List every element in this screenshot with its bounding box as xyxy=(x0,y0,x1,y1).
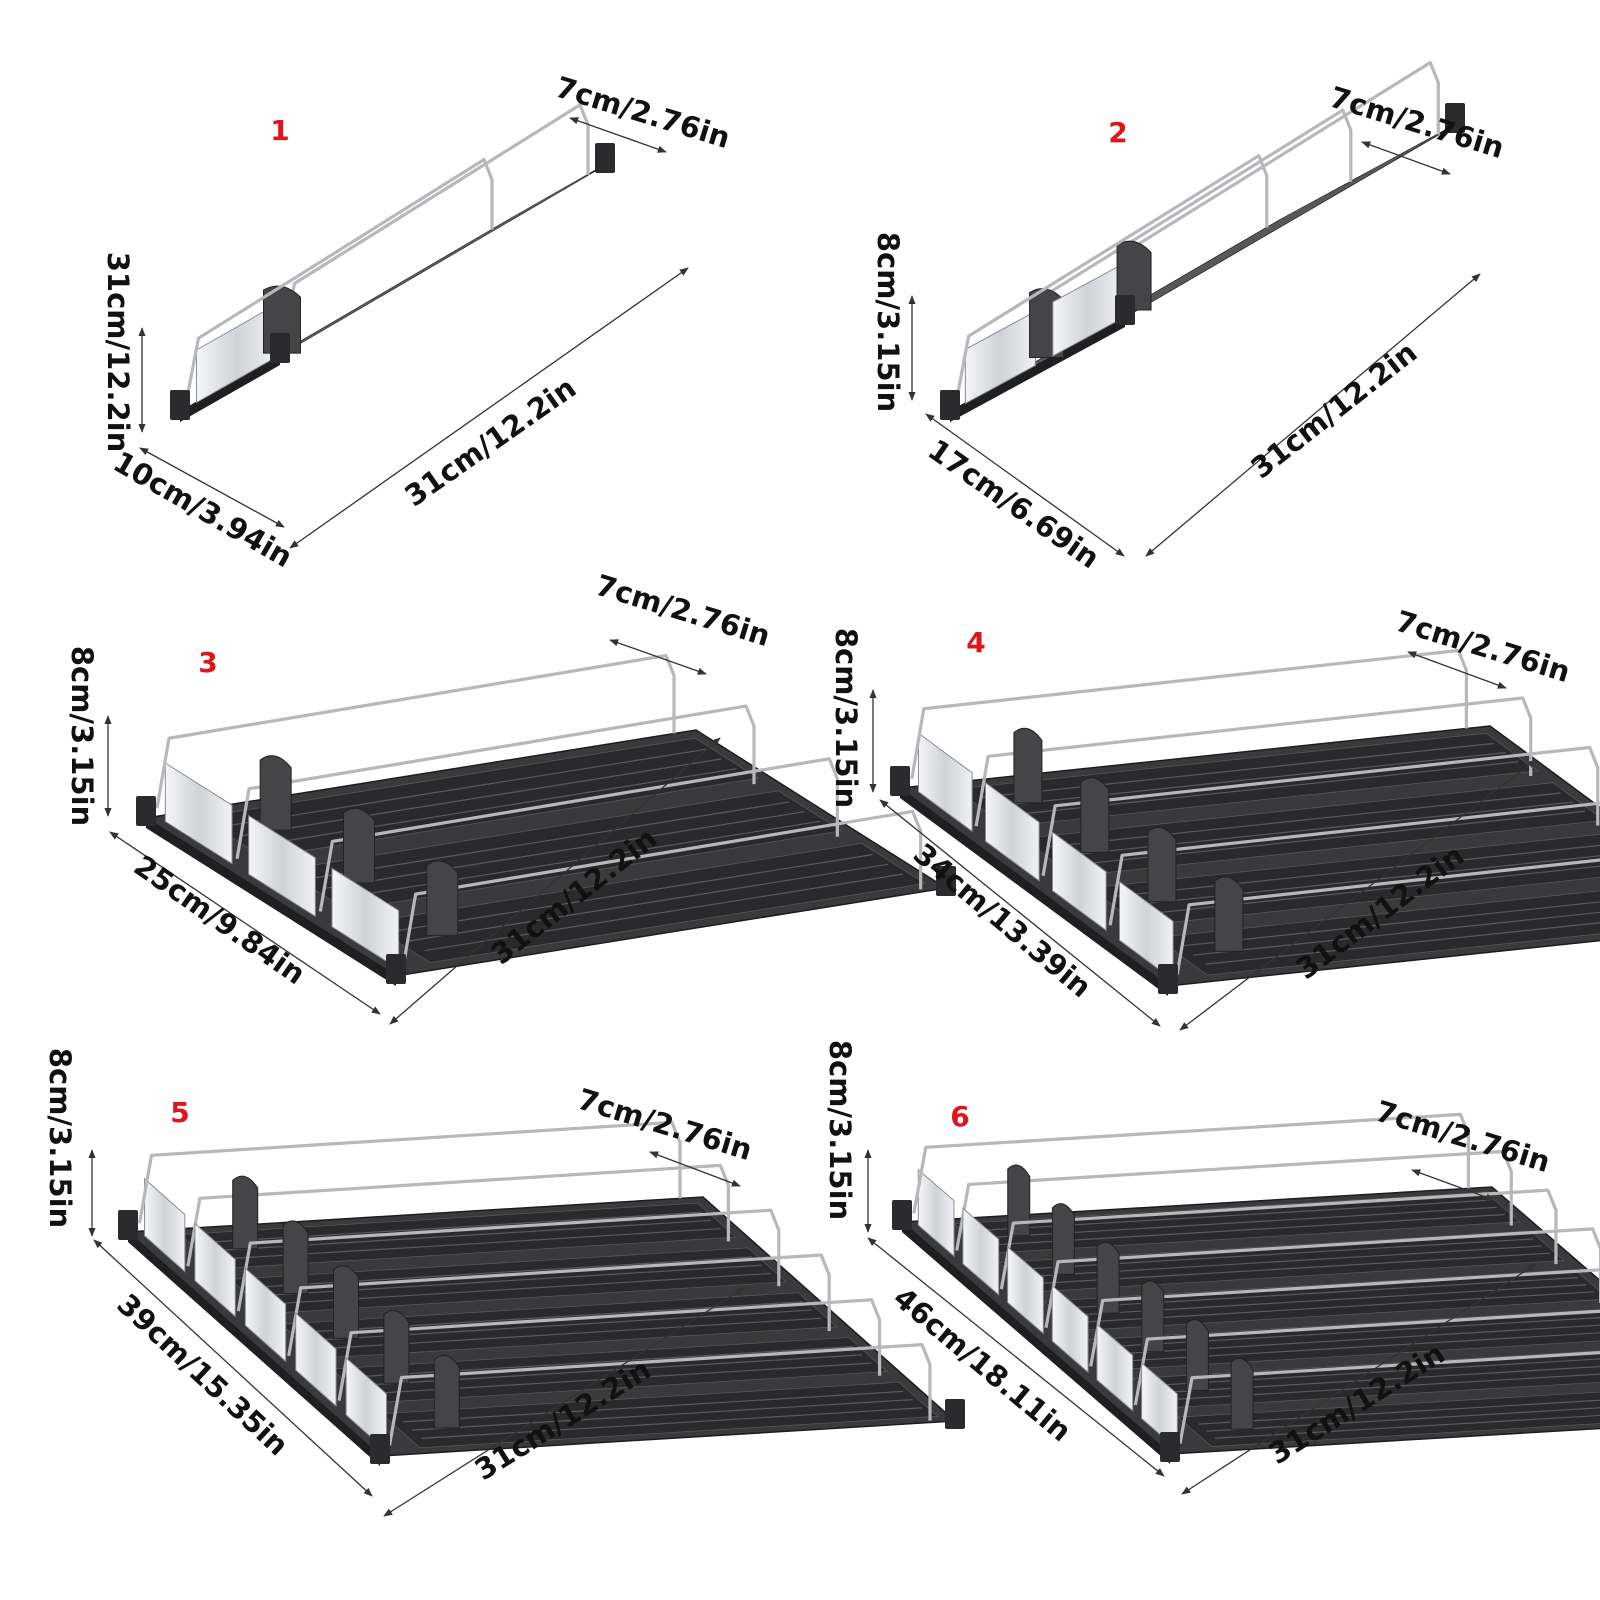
pusher-paddle xyxy=(1214,876,1244,952)
panel-number: 4 xyxy=(966,626,985,659)
pusher-paddle xyxy=(1096,1241,1120,1314)
depth-label: 31cm/12.2in xyxy=(398,370,582,513)
depth-arrow xyxy=(383,1287,745,1517)
rack-foot xyxy=(1160,1432,1180,1462)
pusher-paddle xyxy=(259,755,292,831)
rack-foot xyxy=(118,1210,138,1240)
pusher-paddle xyxy=(333,1265,359,1339)
lane-width-label: 7cm/2.76in xyxy=(1372,1094,1554,1179)
pusher-paddle xyxy=(1051,1203,1075,1275)
lane-width-label: 7cm/2.76in xyxy=(552,70,734,155)
lane-rib xyxy=(280,188,564,355)
wire-divider xyxy=(184,158,494,401)
rack-base-edge xyxy=(950,317,1125,422)
rack-base-edge xyxy=(180,355,280,422)
width-arrow xyxy=(867,1237,1165,1477)
rack-foot xyxy=(892,1200,912,1230)
wire-divider xyxy=(235,704,756,860)
rack-foot xyxy=(386,954,406,984)
rack-foot xyxy=(270,333,290,363)
panel-number: 6 xyxy=(950,1100,969,1133)
width-label: 17cm/6.69in xyxy=(922,432,1106,575)
lane-width-arrow xyxy=(569,117,667,153)
depth-arrow xyxy=(1181,1263,1537,1495)
rack-4-illustration xyxy=(890,648,1600,996)
wire-divider xyxy=(912,1112,1471,1214)
lane-width-arrow xyxy=(609,639,707,675)
pusher-paddle xyxy=(1080,777,1110,853)
lane-rib xyxy=(1130,145,1418,314)
pusher-paddle xyxy=(343,807,375,884)
rack-1-illustration xyxy=(170,103,615,422)
rack-foot xyxy=(940,390,960,420)
pusher-paddle xyxy=(1185,1319,1209,1391)
pusher-paddle xyxy=(1230,1357,1254,1430)
width-label: 10cm/3.94in xyxy=(108,444,299,574)
depth-label: 31cm/12.2in xyxy=(1244,335,1423,485)
rack-foot xyxy=(1115,295,1135,325)
panel-6: 6 8cm/3.15in 46cm/18.11in 31cm/12.2in 7c… xyxy=(823,1040,1600,1495)
pusher-paddle xyxy=(1141,1280,1165,1353)
depth-arrow xyxy=(289,267,689,549)
panel-1: 1 31cm/12.2in 10cm/3.94in 31cm/12.2in 7c… xyxy=(101,70,734,574)
panel-3: 3 8cm/3.15in 25cm/9.84in 31cm/12.2in 7cm… xyxy=(65,568,956,1025)
lane-width-arrow xyxy=(1361,141,1451,175)
height-label: 8cm/3.15in xyxy=(43,1048,77,1228)
width-arrow xyxy=(139,447,285,528)
rack-foot xyxy=(370,1434,390,1464)
pusher-paddle xyxy=(232,1175,259,1250)
pusher-paddle xyxy=(383,1310,410,1384)
lane-width-label: 7cm/2.76in xyxy=(1392,604,1574,689)
width-arrow xyxy=(93,1239,373,1497)
panel-2: 2 8cm/3.15in 17cm/6.69in 31cm/12.2in 7cm… xyxy=(871,60,1508,575)
rack-foot xyxy=(170,390,190,420)
panel-4: 4 8cm/3.15in 34cm/13.39in 31cm/12.2in 7c… xyxy=(829,604,1600,1031)
lane-width-label: 7cm/2.76in xyxy=(592,568,774,653)
panel-number: 5 xyxy=(170,1096,189,1129)
pusher-paddle xyxy=(426,860,459,937)
lane-width-arrow xyxy=(649,1151,741,1187)
height-label: 31cm/12.2in xyxy=(101,252,135,453)
width-arrow xyxy=(879,799,1161,1027)
width-arrow xyxy=(925,413,1125,557)
depth-arrow xyxy=(1145,273,1481,557)
rack-foot xyxy=(1445,103,1465,133)
pusher-paddle xyxy=(282,1220,309,1295)
rack-foot xyxy=(945,1399,965,1429)
lane-width-arrow xyxy=(1411,1169,1495,1201)
wire-divider xyxy=(974,696,1533,827)
wire-divider xyxy=(955,154,1269,401)
panel-number: 1 xyxy=(270,114,289,147)
pusher-paddle xyxy=(1013,727,1043,804)
lane-width-arrow xyxy=(1407,651,1507,689)
rack-foot xyxy=(136,796,156,826)
rack-foot xyxy=(595,143,615,173)
wire-divider xyxy=(910,648,1469,780)
depth-arrow xyxy=(1179,759,1537,1031)
width-arrow xyxy=(109,831,381,1015)
pusher-paddle xyxy=(1007,1164,1031,1237)
rack-6-illustration xyxy=(892,1112,1600,1464)
height-label: 8cm/3.15in xyxy=(65,646,99,826)
height-label: 8cm/3.15in xyxy=(829,628,863,808)
rack-foot xyxy=(890,766,910,796)
wire-divider xyxy=(280,103,590,346)
rack-foot xyxy=(1158,964,1178,994)
pusher-paddle xyxy=(1147,826,1177,903)
panel-number: 2 xyxy=(1108,116,1127,149)
depth-arrow xyxy=(389,737,721,1025)
height-label: 8cm/3.15in xyxy=(871,232,905,412)
lane-width-label: 7cm/2.76in xyxy=(1326,80,1508,165)
lane-width-label: 7cm/2.76in xyxy=(574,1082,756,1167)
wire-divider xyxy=(955,1149,1513,1251)
height-label: 8cm/3.15in xyxy=(823,1040,857,1220)
pusher-paddle xyxy=(433,1354,460,1429)
panel-number: 3 xyxy=(198,646,217,679)
